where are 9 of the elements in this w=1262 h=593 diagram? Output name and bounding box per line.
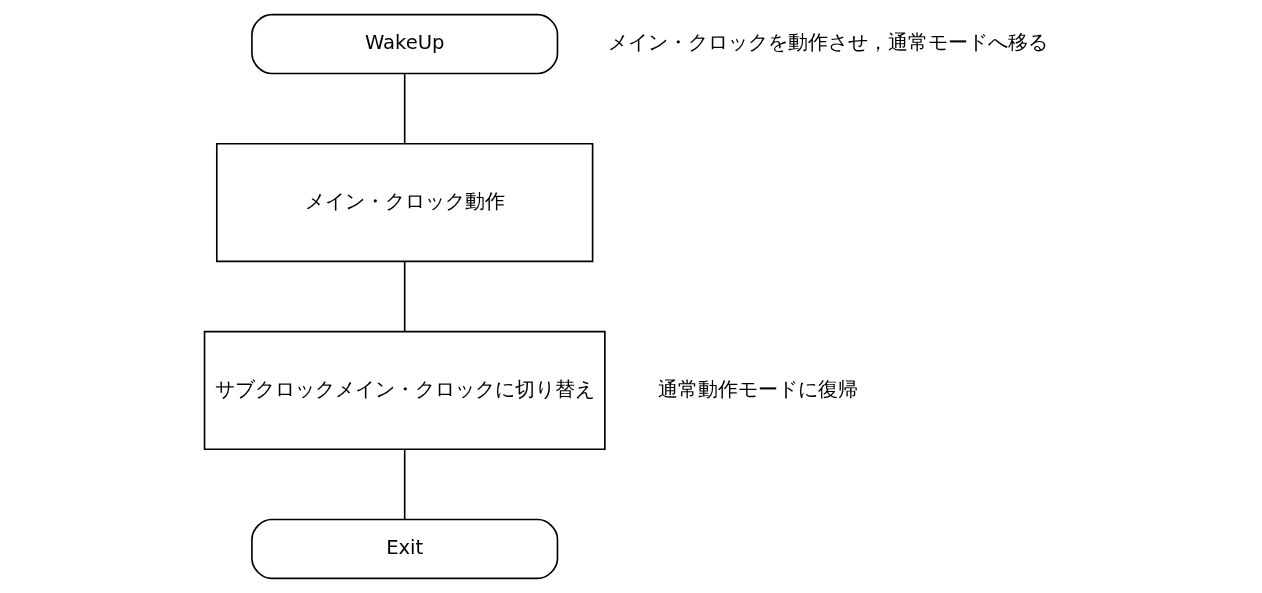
connector: [403, 260, 406, 333]
node-box: サブクロックメイン・クロックに切り替え: [203, 330, 606, 451]
connector: [403, 448, 406, 521]
connector: [403, 73, 406, 145]
node-box: メイン・クロック動作: [215, 142, 594, 263]
node-label: 通常動作モードに復帰: [657, 377, 858, 401]
node-label: メイン・クロックを動作させ，通常モードへ移る: [607, 31, 1048, 55]
node-box: WakeUp: [251, 13, 559, 75]
node-box: Exit: [251, 518, 559, 580]
